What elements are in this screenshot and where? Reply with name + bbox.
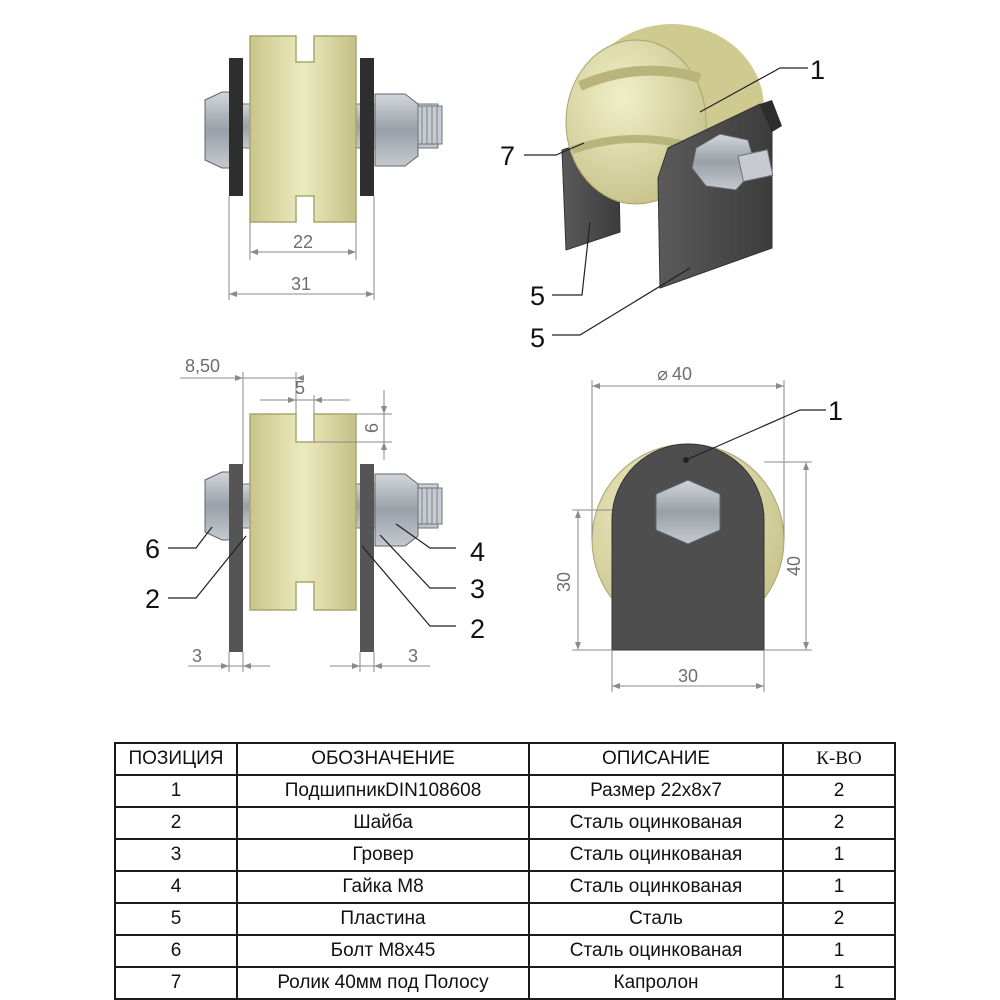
iso-view: 1 7 5 5 — [500, 24, 825, 353]
cell-designation: Шайба — [236, 806, 530, 840]
section-nut — [374, 473, 419, 547]
cell-quantity: 1 — [782, 934, 896, 968]
front-nut — [374, 93, 419, 167]
cell-description: Сталь — [528, 902, 784, 936]
cell-position: 4 — [114, 870, 238, 904]
cell-designation: ПодшипникDIN108608 — [236, 774, 530, 808]
table-row: 6 Болт М8х45 Сталь оцинкованая 1 — [114, 934, 896, 968]
section-callout-2b: 2 — [470, 614, 485, 644]
side-dim-plate-width: 30 — [678, 666, 698, 686]
cell-quantity: 1 — [782, 966, 896, 1000]
section-callout-2a: 2 — [145, 584, 160, 614]
side-bolt-head — [655, 479, 721, 545]
side-plate — [611, 443, 765, 651]
front-plate-right — [360, 58, 374, 196]
cell-position: 1 — [114, 774, 238, 808]
header-quantity: К-ВО — [782, 742, 896, 776]
section-dim-offset: 8,50 — [185, 356, 220, 376]
iso-callout-7: 7 — [500, 141, 515, 171]
assembly-drawing: 22 31 1 7 5 5 — [145, 24, 843, 692]
table-row: 4 Гайка М8 Сталь оцинкованая 1 — [114, 870, 896, 904]
table-row: 1 ПодшипникDIN108608 Размер 22х8х7 2 — [114, 774, 896, 808]
side-dim-total-height: 40 — [784, 556, 804, 576]
side-dim-plate-height: 30 — [554, 572, 574, 592]
section-dim-depth: 6 — [362, 423, 382, 433]
iso-callout-5a: 5 — [530, 281, 545, 311]
cell-quantity: 2 — [782, 902, 896, 936]
front-dim-overall: 31 — [291, 274, 311, 294]
cell-quantity: 2 — [782, 806, 896, 840]
section-roller — [249, 413, 357, 611]
section-dim-plate-left: 3 — [192, 646, 202, 666]
cell-quantity: 2 — [782, 774, 896, 808]
table-row: 2 Шайба Сталь оцинкованая 2 — [114, 806, 896, 840]
parts-table: ПОЗИЦИЯ ОБОЗНАЧЕНИЕ ОПИСАНИЕ К-ВО 1 Подш… — [114, 742, 896, 1000]
section-callout-3: 3 — [470, 574, 485, 604]
side-diameter-symbol: ⌀ — [657, 364, 668, 384]
section-dim-plate-right: 3 — [408, 646, 418, 666]
section-callout-4: 4 — [470, 537, 485, 567]
side-view: ⌀ 40 30 40 30 1 — [554, 364, 843, 692]
cell-description: Сталь оцинкованая — [528, 934, 784, 968]
side-callout-1: 1 — [828, 396, 843, 426]
cell-description: Сталь оцинкованая — [528, 806, 784, 840]
side-dim-diameter: 40 — [672, 364, 692, 384]
header-description: ОПИСАНИЕ — [528, 742, 784, 776]
section-callout-6: 6 — [145, 534, 160, 564]
table-row: 3 Гровер Сталь оцинкованая 1 — [114, 838, 896, 872]
cell-position: 7 — [114, 966, 238, 1000]
front-view: 22 31 — [204, 35, 443, 300]
cell-designation: Пластина — [236, 902, 530, 936]
iso-callout-1: 1 — [810, 55, 825, 85]
cell-description: Размер 22х8х7 — [528, 774, 784, 808]
section-plate-right — [360, 464, 374, 652]
table-row: 7 Ролик 40мм под Полосу Капролон 1 — [114, 966, 896, 1000]
section-dim-slot: 5 — [295, 378, 305, 398]
front-dim-groove: 22 — [293, 232, 313, 252]
header-designation: ОБОЗНАЧЕНИЕ — [236, 742, 530, 776]
parts-table-header: ПОЗИЦИЯ ОБОЗНАЧЕНИЕ ОПИСАНИЕ К-ВО — [114, 742, 896, 776]
cell-designation: Ролик 40мм под Полосу — [236, 966, 530, 1000]
section-view: 8,50 5 6 3 3 6 2 4 3 2 — [145, 356, 485, 672]
header-position: ПОЗИЦИЯ — [114, 742, 238, 776]
front-plate-left — [229, 58, 243, 196]
cell-position: 2 — [114, 806, 238, 840]
cell-quantity: 1 — [782, 870, 896, 904]
cell-description: Капролон — [528, 966, 784, 1000]
cell-description: Сталь оцинкованая — [528, 838, 784, 872]
cell-position: 5 — [114, 902, 238, 936]
cell-quantity: 1 — [782, 838, 896, 872]
front-roller — [249, 35, 357, 223]
iso-callout-5b: 5 — [530, 323, 545, 353]
section-plate-left — [229, 464, 243, 652]
cell-position: 6 — [114, 934, 238, 968]
cell-position: 3 — [114, 838, 238, 872]
cell-designation: Гайка М8 — [236, 870, 530, 904]
cell-description: Сталь оцинкованая — [528, 870, 784, 904]
cell-designation: Гровер — [236, 838, 530, 872]
cell-designation: Болт М8х45 — [236, 934, 530, 968]
iso-thread — [737, 149, 774, 183]
table-row: 5 Пластина Сталь 2 — [114, 902, 896, 936]
